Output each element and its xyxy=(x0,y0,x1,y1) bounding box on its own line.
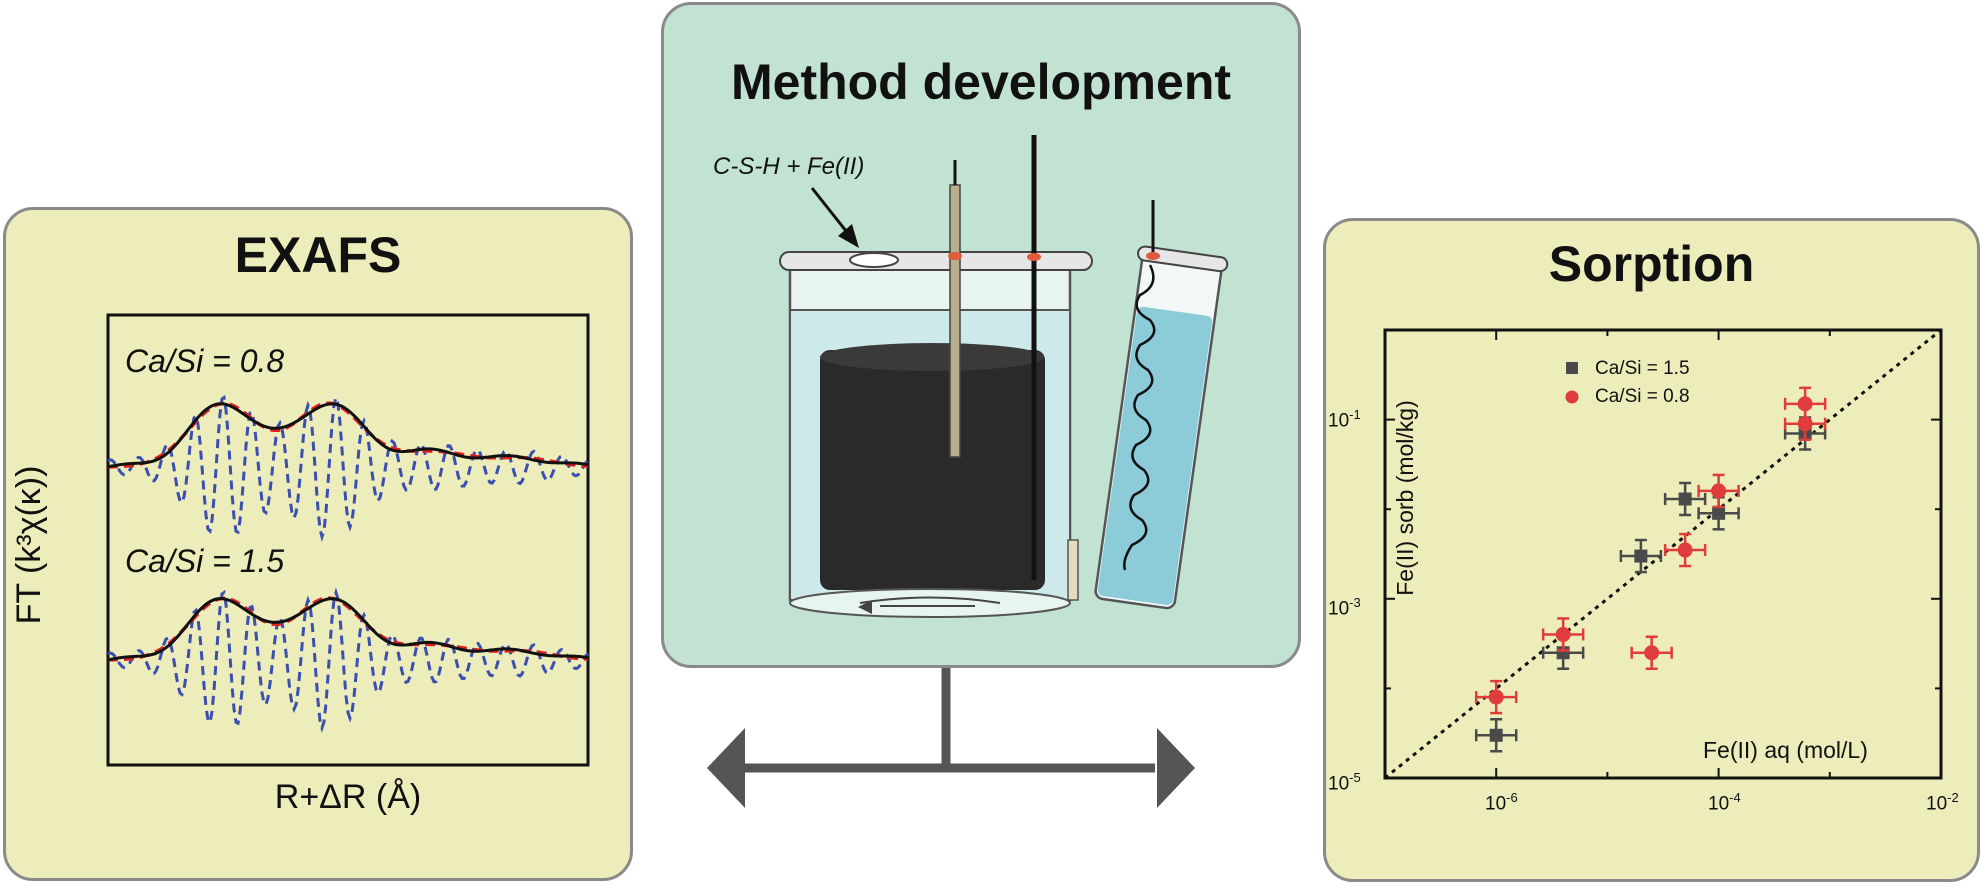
circle-marker xyxy=(1555,626,1571,642)
square-marker xyxy=(1634,549,1648,563)
data-point-casi-0.8-1 xyxy=(1541,617,1585,652)
exafs-component-curve-1 xyxy=(107,587,590,733)
counter-tube-seal xyxy=(1146,252,1160,260)
circle-marker xyxy=(1711,483,1727,499)
working-electrode xyxy=(820,350,1045,590)
reference-probe-seal xyxy=(948,252,962,260)
exafs-experimental-curve-0 xyxy=(107,402,589,469)
method-development-title: Method development xyxy=(730,54,1232,110)
circle-marker xyxy=(1797,396,1813,412)
salt-bridge xyxy=(1067,539,1079,601)
sample-arrow xyxy=(810,187,852,237)
exafs-experimental-curve-1 xyxy=(107,597,589,662)
sample-port xyxy=(849,252,899,268)
data-point-casi-0.8-2 xyxy=(1630,635,1673,670)
exafs-x-axis-label: R+ΔR (Å) xyxy=(274,778,422,816)
data-point-casi-1.5-3 xyxy=(1663,481,1707,517)
sorption-data-points xyxy=(1474,386,1827,753)
circle-marker xyxy=(1644,645,1660,661)
data-point-casi-0.8-3 xyxy=(1663,532,1707,568)
exafs-curves xyxy=(107,392,590,733)
right-arrow-icon xyxy=(1157,728,1195,808)
left-arrow-icon xyxy=(707,728,745,808)
x-tick-label-2: 10-4 xyxy=(1708,790,1741,815)
counter-tube-solution xyxy=(1097,306,1213,606)
y-tick-label-2: 10-3 xyxy=(1328,595,1361,620)
square-marker xyxy=(1678,492,1692,506)
stir-arrow xyxy=(858,600,872,614)
x-tick-label-3: 10-2 xyxy=(1926,790,1959,815)
sample-label: C-S-H + Fe(II) xyxy=(713,153,865,180)
data-point-casi-0.8-6 xyxy=(1783,386,1827,422)
data-point-casi-1.5-4 xyxy=(1697,496,1740,531)
one-to-one-line xyxy=(1384,328,1942,780)
exafs-title: EXAFS xyxy=(234,227,402,283)
exafs-component-curve-0 xyxy=(107,392,590,543)
x-tick-label-1: 10-6 xyxy=(1485,790,1518,815)
sample-arrow-head xyxy=(838,224,859,248)
stir-plate xyxy=(789,588,1071,618)
sorption-legend xyxy=(1565,362,1579,404)
data-point-casi-1.5-2 xyxy=(1619,538,1663,574)
y-tick-label-3: 10-1 xyxy=(1328,407,1361,432)
stir-bar xyxy=(859,596,1001,607)
data-point-casi-0.8-0 xyxy=(1474,679,1518,715)
circle-marker xyxy=(1677,542,1693,558)
exafs-label-casi-0.8: Ca/Si = 0.8 xyxy=(125,343,285,379)
data-point-casi-0.8-4 xyxy=(1697,473,1740,509)
legend-label-casi-0.8: Ca/Si = 0.8 xyxy=(1595,386,1690,407)
exafs-plot-frame xyxy=(106,313,590,767)
sorption-title: Sorption xyxy=(1548,236,1755,292)
counter-probe-seal xyxy=(1027,253,1041,261)
sorption-plot-frame xyxy=(1383,328,1943,780)
square-marker xyxy=(1712,506,1726,520)
square-marker xyxy=(1489,728,1503,742)
counter-tube-cap xyxy=(1137,245,1229,273)
y-tick-label-1: 10-5 xyxy=(1328,770,1361,795)
legend-circle-icon xyxy=(1565,390,1579,404)
exafs-label-casi-1.5: Ca/Si = 1.5 xyxy=(125,543,285,579)
coiled-wire-icon xyxy=(1123,264,1156,571)
working-electrode-top xyxy=(820,343,1044,371)
legend-square-icon xyxy=(1566,362,1578,374)
sorption-x-axis-label: Fe(II) aq (mol/L) xyxy=(1703,737,1868,763)
circle-marker xyxy=(1488,689,1504,705)
data-point-casi-1.5-0 xyxy=(1474,717,1518,753)
legend-label-casi-1.5: Ca/Si = 1.5 xyxy=(1595,358,1690,379)
